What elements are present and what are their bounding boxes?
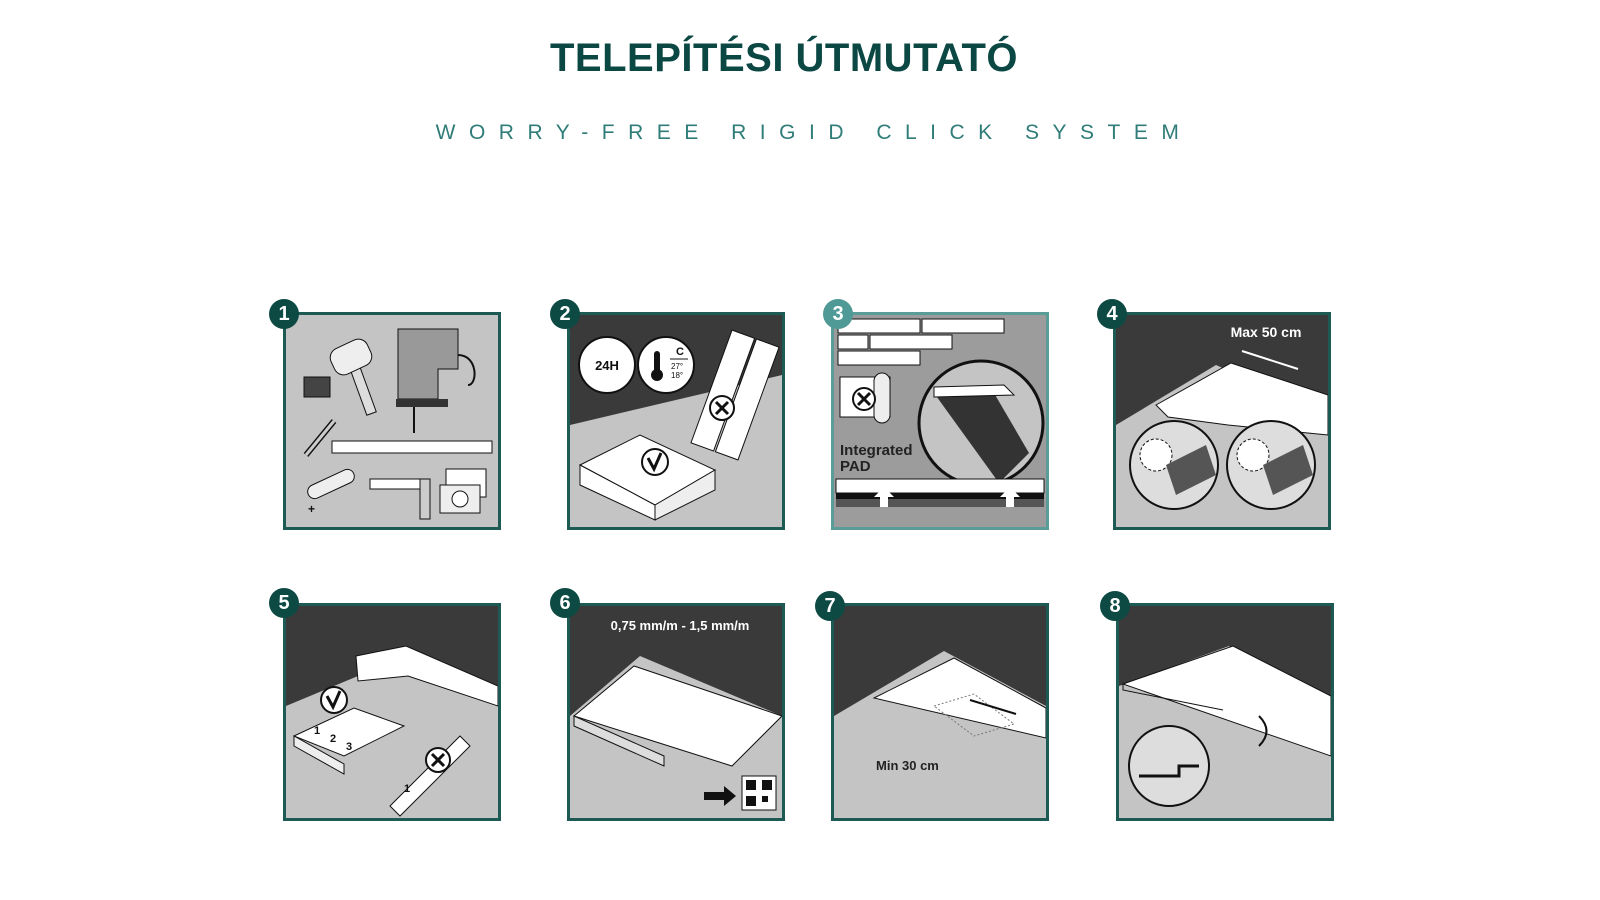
- step-3-badge: 3: [823, 299, 853, 329]
- pad-label-2: PAD: [840, 458, 871, 475]
- pad-label-1: Integrated: [840, 442, 913, 459]
- jigsaw-icon: [396, 328, 476, 433]
- step-5-panel: 1 2 3 1: [283, 603, 501, 821]
- temp-min: 18°: [671, 371, 683, 380]
- step-2-panel: 24H C 27° 18°: [567, 312, 785, 530]
- arrow-right-icon: [704, 786, 736, 806]
- check-icon: [641, 448, 669, 476]
- step-1-panel: +: [283, 312, 501, 530]
- page-title: TELEPÍTÉSI ÚTMUTATÓ: [550, 36, 1018, 80]
- page-subtitle: WORRY-FREE RIGID CLICK SYSTEM: [435, 121, 1193, 144]
- step-6-badge: 6: [550, 588, 580, 618]
- utility-knife-icon: +: [307, 468, 355, 516]
- rotate-arrow-icon: [1258, 715, 1268, 747]
- thermometer-icon: [637, 336, 695, 394]
- pencil-icon: [303, 419, 337, 457]
- step-5-badge: 5: [269, 588, 299, 618]
- click-detail-circle: [1128, 725, 1210, 807]
- stacked-planks-correct: [578, 434, 717, 521]
- expansion-label: 0,75 mm/m - 1,5 mm/m: [611, 618, 750, 633]
- ruler-icon: [331, 440, 493, 454]
- clock-label: 24H: [595, 358, 619, 373]
- plank-label: 3: [346, 741, 352, 753]
- offset-label: Min 30 cm: [876, 758, 939, 773]
- single-plank-label: 1: [404, 783, 410, 795]
- step-6-panel: 0,75 mm/m - 1,5 mm/m: [567, 603, 785, 821]
- step-4-panel: Max 50 cm: [1113, 312, 1331, 530]
- step-1-badge: 1: [269, 299, 299, 329]
- step-3-panel: Integrated PAD: [831, 312, 1049, 530]
- square-ruler-icon: [369, 478, 431, 520]
- mallet-icon: [329, 338, 377, 416]
- step-8-panel: [1116, 603, 1334, 821]
- tapping-block-icon: [303, 376, 331, 398]
- upright-planks-wrong: [690, 329, 780, 461]
- distance-arrow-icon: [969, 699, 1017, 715]
- svg-text:+: +: [308, 502, 315, 516]
- arrow-up-icon: [874, 487, 894, 507]
- clock-icon: [578, 336, 636, 394]
- spacing-label: Max 50 cm: [1231, 324, 1302, 340]
- tools-illustration: +: [303, 328, 493, 520]
- step-8-badge: 8: [1100, 591, 1130, 621]
- step-7-badge: 7: [815, 591, 845, 621]
- plank-label: 1: [314, 725, 320, 737]
- plank-label: 2: [330, 733, 336, 745]
- arrow-up-icon: [1000, 487, 1020, 507]
- step-4-badge: 4: [1097, 299, 1127, 329]
- step-2-badge: 2: [550, 299, 580, 329]
- step-7-panel: Min 30 cm: [831, 603, 1049, 821]
- spacers-icon: [439, 468, 487, 514]
- saw-blade-icon: [1236, 438, 1270, 472]
- temp-unit: C: [676, 346, 684, 358]
- check-icon: [320, 686, 348, 714]
- saw-blade-icon: [1139, 438, 1173, 472]
- distance-arrow-icon: [1241, 350, 1299, 370]
- temp-max: 27°: [671, 362, 683, 371]
